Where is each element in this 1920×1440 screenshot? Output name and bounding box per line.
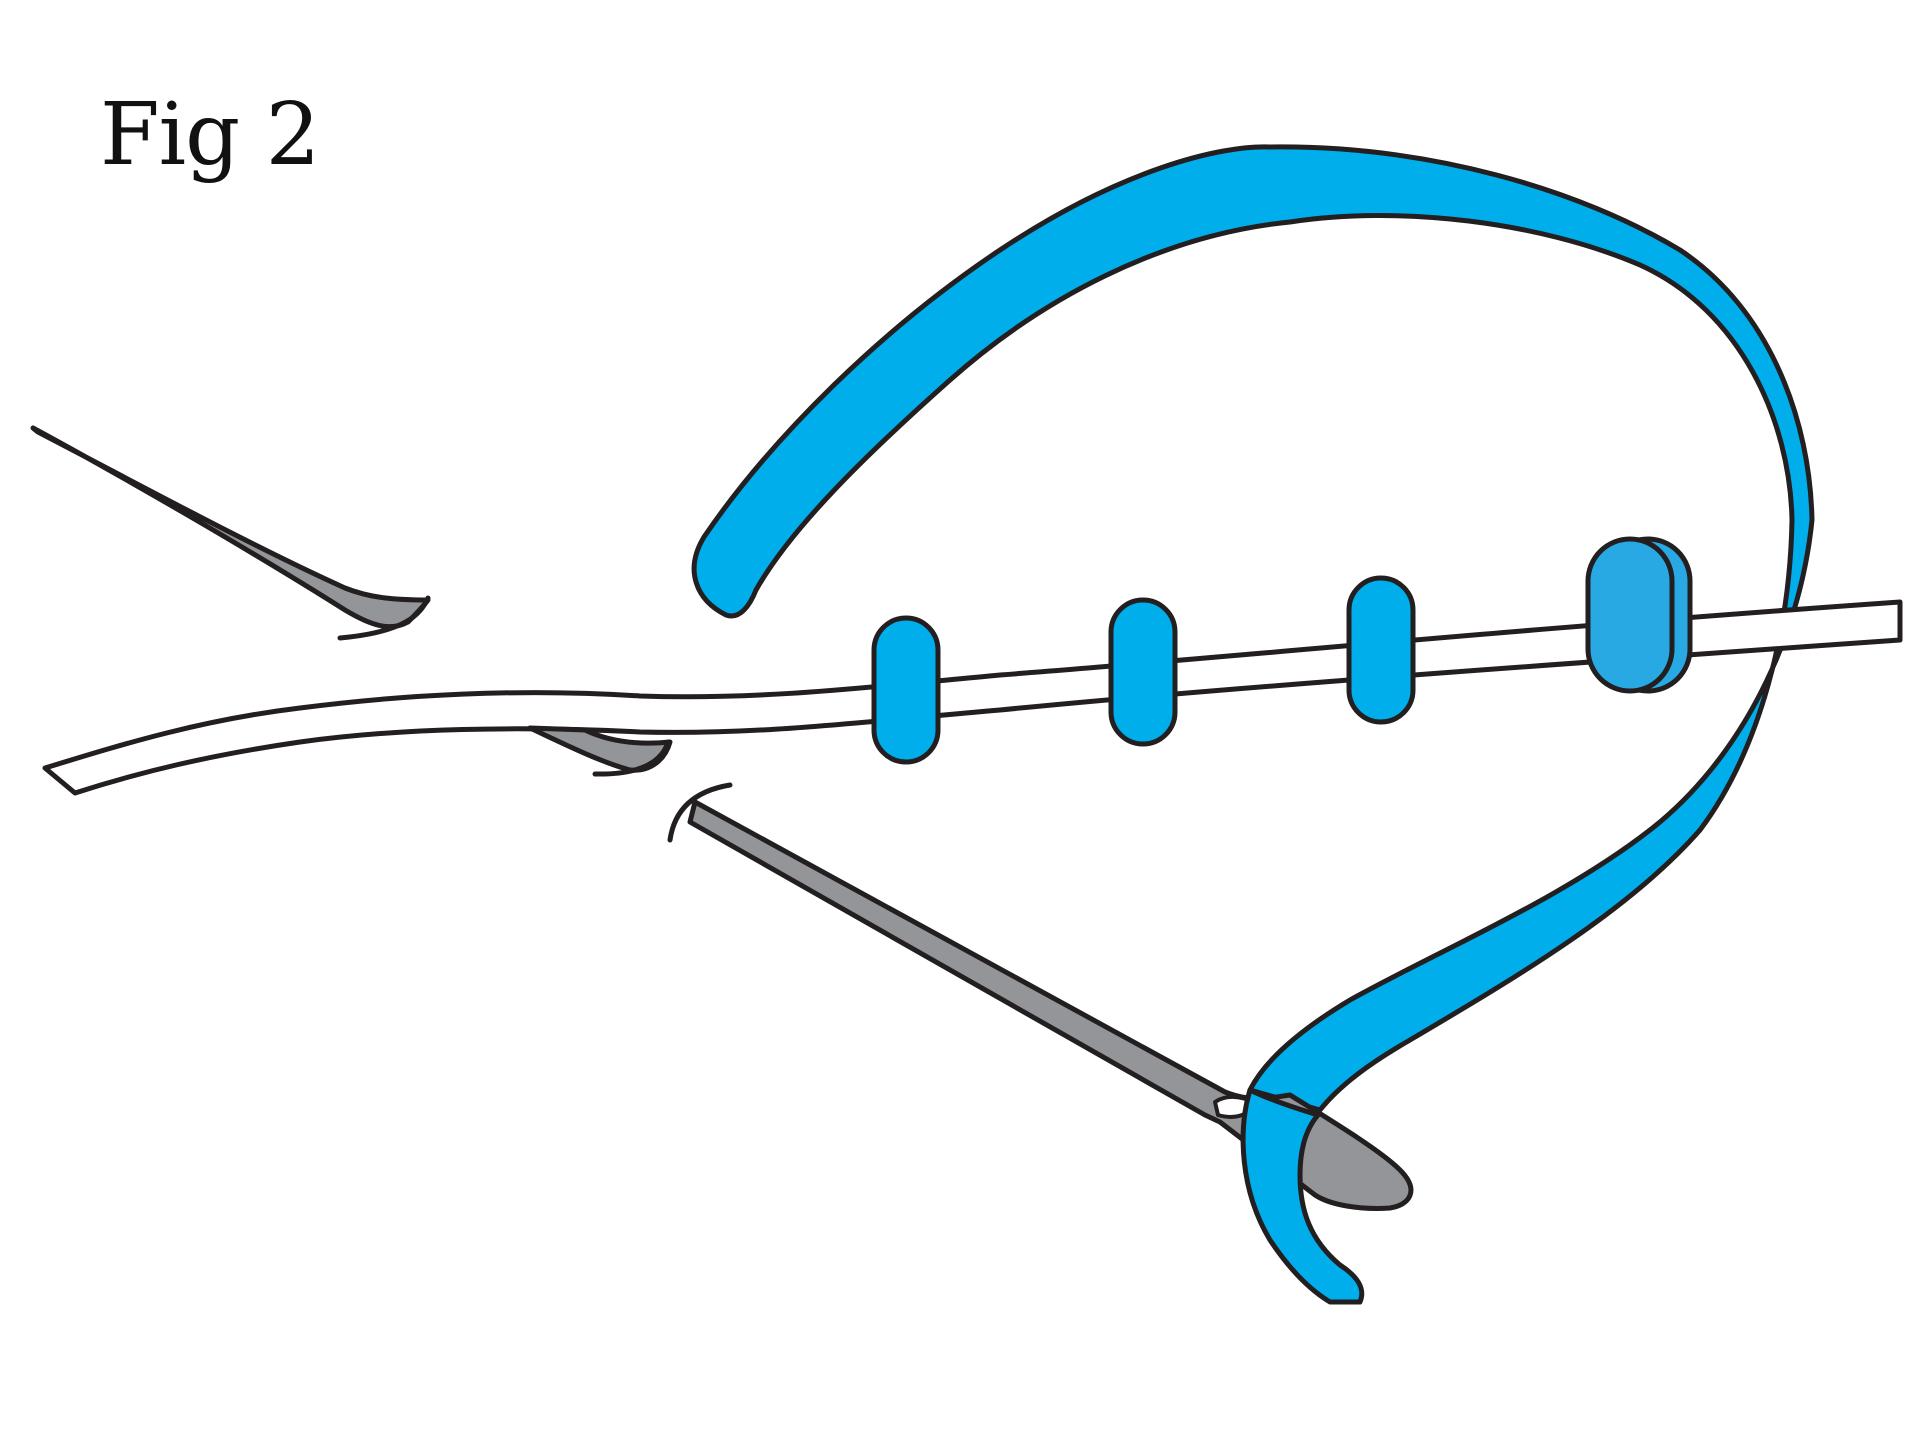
hidden-needle-segment	[527, 725, 673, 773]
bead-4	[1585, 536, 1675, 694]
lower-needle-hook	[667, 782, 733, 843]
thread	[42, 599, 1903, 796]
bead-1	[871, 615, 941, 765]
yarn-loop	[691, 144, 1815, 1113]
figure-label: Fig 2	[100, 85, 320, 185]
upper-needle-hook	[337, 595, 431, 641]
beads-group	[871, 536, 1693, 765]
bead-3	[1346, 575, 1416, 725]
bead-2	[1108, 597, 1178, 747]
upper-needle	[30, 425, 431, 630]
hidden-needle-hook	[592, 739, 671, 777]
yarn-tail	[1240, 1087, 1365, 1305]
